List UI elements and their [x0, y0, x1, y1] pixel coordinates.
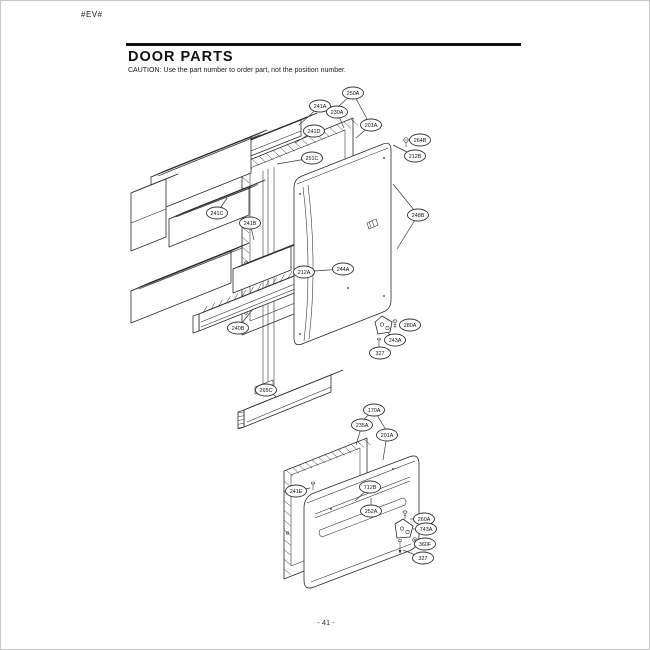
lower-hinge-parts: [394, 510, 418, 554]
page-title: DOOR PARTS: [128, 49, 234, 65]
callout-label: 241E: [290, 489, 303, 495]
callout-label: 250A: [347, 91, 360, 97]
callout-label: 327: [419, 556, 428, 562]
callout-251C: 251C: [276, 151, 323, 165]
callout-260A: 260A: [410, 512, 435, 526]
callout-240B: 240B: [227, 308, 254, 335]
callout-label: 360F: [419, 542, 432, 548]
callout-230A: 230A: [326, 105, 348, 129]
callout-label: 243A: [389, 338, 402, 344]
callout-label: 265C: [260, 388, 273, 394]
callout-label: 280A: [404, 323, 417, 329]
end-cap: [130, 173, 179, 252]
callout-label: 241B: [244, 221, 257, 227]
callout-280A: 280A: [399, 318, 421, 332]
callout-label: 252A: [365, 509, 378, 515]
callout-241C: 241C: [206, 197, 228, 220]
callout-170A: 170A: [362, 403, 387, 431]
callout-241A: 241A: [298, 99, 331, 126]
callout-360F: 360F: [414, 537, 436, 551]
callout-241B: 241B: [239, 216, 261, 241]
upper-door-panel: [293, 142, 392, 346]
upper-hinge-parts: [374, 137, 409, 348]
lower-door-panel: [303, 455, 420, 589]
callout-248B: 248B: [392, 183, 429, 250]
callout-label: 743A: [420, 527, 433, 533]
callout-327: 327: [369, 346, 391, 360]
arrow-down-icon: [398, 550, 402, 554]
door-handle-groove: [318, 497, 407, 538]
callout-212B: 212B: [392, 144, 426, 163]
callout-label: 170A: [368, 408, 381, 414]
callout-label: 241A: [314, 104, 327, 110]
callout-743A: 743A: [413, 522, 437, 536]
callout-241D: 241D: [294, 124, 325, 144]
title-rule: [126, 43, 521, 46]
callout-label: 260A: [418, 517, 431, 523]
screw-icon: [376, 337, 382, 341]
callout-label: 201A: [365, 123, 378, 129]
callout-712B: 712B: [354, 480, 381, 502]
callout-label: 244A: [337, 267, 350, 273]
callout-265C: 265C: [255, 383, 278, 398]
caution-note: CAUTION: Use the part number to order pa…: [128, 67, 346, 74]
callout-212A: 212A: [293, 265, 315, 279]
dairy-cover-box: [150, 129, 268, 214]
callout-252A: 252A: [360, 498, 382, 518]
lower-door-screw: [310, 481, 316, 491]
callout-label: 248B: [412, 213, 425, 219]
callout-235A: 235A: [351, 418, 373, 446]
callout-label: 212B: [409, 154, 422, 160]
callout-label: 212A: [298, 270, 311, 276]
callout-label: 251C: [306, 156, 319, 162]
callout-250A: 250A: [338, 86, 368, 120]
callout-201A: 201A: [355, 118, 382, 139]
door-bin-large: [130, 242, 250, 324]
callout-201A: 201A: [376, 428, 398, 461]
callout-label: 241D: [308, 129, 321, 135]
header-code: #EV#: [81, 10, 103, 19]
callout-label: 712B: [364, 485, 377, 491]
page-number: - 41 -: [317, 618, 335, 627]
shelf-rail: [237, 369, 344, 430]
callout-label: 327: [376, 351, 385, 357]
callout-label: 230A: [331, 110, 344, 116]
callout-layer: 241A 250A 230A 201A 241D 251C 264B 212B 248B 241C…: [206, 86, 437, 565]
callout-243A: 243A: [384, 332, 406, 347]
callout-label: 235A: [356, 423, 369, 429]
callout-label: 241C: [211, 211, 224, 217]
callout-label: 264B: [414, 138, 427, 144]
callout-label: 201A: [381, 433, 394, 439]
callout-327: 327: [402, 549, 434, 565]
door-label-patch: [366, 218, 379, 230]
screw-icon: [310, 481, 316, 485]
callout-241E: 241E: [285, 484, 311, 498]
title-block: DOOR PARTS CAUTION: Use the part number …: [126, 43, 524, 74]
callout-244A: 244A: [313, 262, 354, 276]
callout-label: 240B: [232, 326, 245, 332]
callout-264B: 264B: [409, 133, 431, 147]
